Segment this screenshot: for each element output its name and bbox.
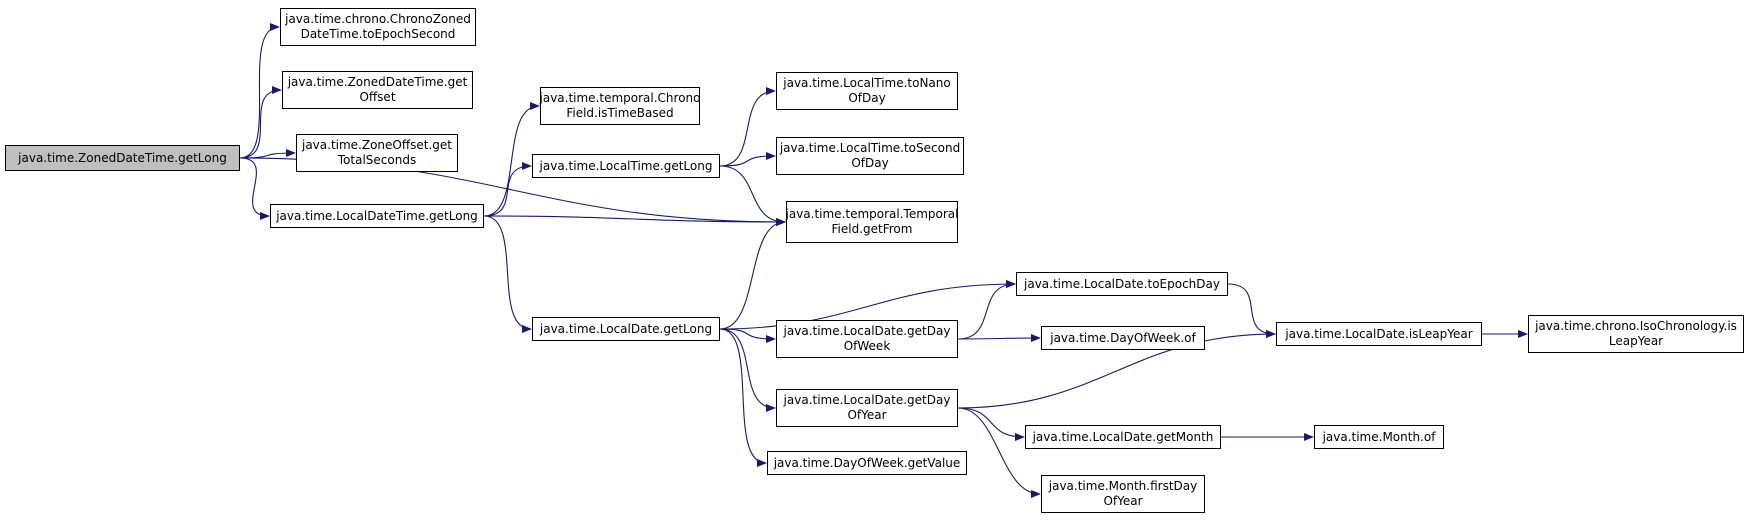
node-label-line: java.time.Month.of — [1322, 429, 1436, 444]
edge-n4-n5 — [483, 102, 540, 217]
graph-node-n0[interactable]: java.time.ZonedDateTime.getLong — [5, 145, 240, 171]
node-label-line: java.time.DayOfWeek.of — [1050, 330, 1196, 345]
node-label-line: DateTime.toEpochSecond — [300, 27, 456, 41]
node-label-line: java.time.temporal.Temporal — [785, 207, 959, 221]
edge-n12-n11 — [957, 280, 1016, 340]
edge-n8-n7 — [719, 218, 786, 330]
graph-node-n11[interactable]: java.time.LocalDate.toEpochDay — [1016, 272, 1228, 296]
edge-layer — [239, 23, 1528, 498]
edge-n12-n16 — [957, 334, 1041, 343]
edge-n13-n15 — [957, 330, 1276, 409]
graph-node-n15[interactable]: java.time.LocalDate.isLeapYear — [1276, 322, 1482, 346]
node-label-line: java.time.chrono.ChronoZoned — [285, 12, 471, 26]
node-label-line: OfWeek — [843, 339, 891, 353]
graph-node-n6[interactable]: java.time.LocalTime.getLong — [532, 154, 720, 178]
edge-n4-n6 — [483, 162, 532, 217]
edge-n8-n13 — [719, 328, 776, 412]
node-label-line: java.time.LocalDate.getLong — [539, 321, 713, 336]
node-label-line: OfYear — [847, 408, 887, 422]
edge-n4-n8 — [483, 215, 532, 333]
node-label-line: java.time.LocalTime.toSecond — [779, 141, 961, 155]
node-label-line: java.time.LocalDate.getDay — [783, 393, 951, 407]
node-label-line: java.time.LocalTime.toNano — [783, 76, 951, 90]
edge-n0-n1 — [239, 23, 280, 159]
edge-n11-n15 — [1227, 283, 1276, 338]
node-label-line: java.time.DayOfWeek.getValue — [773, 455, 961, 470]
node-label-line: java.time.LocalDate.toEpochDay — [1024, 276, 1220, 291]
node-label-line: OfYear — [1103, 494, 1143, 508]
edge-n0-n4 — [239, 157, 270, 220]
edge-n8-n12 — [719, 328, 776, 343]
node-label-line: OfDay — [851, 156, 889, 170]
node-label-line: java.time.chrono.IsoChronology.is — [1535, 319, 1737, 333]
edge-n13-n18 — [957, 407, 1041, 498]
node-label-line: Field.getFrom — [831, 222, 913, 236]
node-label-line: java.time.ZoneOffset.get — [301, 138, 452, 152]
graph-node-n14[interactable]: java.time.DayOfWeek.getValue — [767, 451, 967, 475]
node-label-line: java.time.LocalTime.getLong — [539, 158, 713, 173]
node-label-line: Offset — [359, 90, 396, 104]
node-label-line: TotalSeconds — [337, 153, 417, 167]
graph-node-n4[interactable]: java.time.LocalDateTime.getLong — [270, 204, 484, 228]
node-label-line: java.time.ZonedDateTime.getLong — [18, 150, 227, 165]
node-label-line: OfDay — [848, 91, 886, 105]
node-label-line: java.time.LocalDate.getMonth — [1032, 429, 1214, 444]
node-label-line: java.time.ZonedDateTime.get — [287, 75, 468, 89]
edge-n6-n7 — [719, 165, 786, 226]
node-label-line: java.time.LocalDate.isLeapYear — [1285, 326, 1473, 341]
node-label-line: java.time.temporal.Chrono — [539, 91, 701, 105]
edge-n8-n11 — [719, 280, 1016, 330]
node-label-line: java.time.LocalDateTime.getLong — [276, 208, 478, 223]
edge-n6-n10 — [719, 152, 776, 167]
edge-n0-n2 — [239, 86, 282, 159]
graph-node-n20[interactable]: java.time.Month.of — [1314, 425, 1444, 449]
node-label-line: java.time.Month.firstDay — [1048, 479, 1198, 493]
node-label-line: Field.isTimeBased — [566, 106, 674, 120]
edge-n6-n9 — [719, 87, 776, 167]
graph-node-n16[interactable]: java.time.DayOfWeek.of — [1041, 326, 1205, 350]
edge-n13-n17 — [957, 407, 1025, 441]
graph-node-n8[interactable]: java.time.LocalDate.getLong — [532, 317, 720, 341]
edge-n4-n7 — [483, 215, 786, 226]
graph-node-n17[interactable]: java.time.LocalDate.getMonth — [1025, 425, 1221, 449]
node-label-line: LeapYear — [1608, 334, 1664, 348]
node-label-line: java.time.LocalDate.getDay — [783, 324, 951, 338]
edge-n8-n14 — [719, 328, 767, 467]
